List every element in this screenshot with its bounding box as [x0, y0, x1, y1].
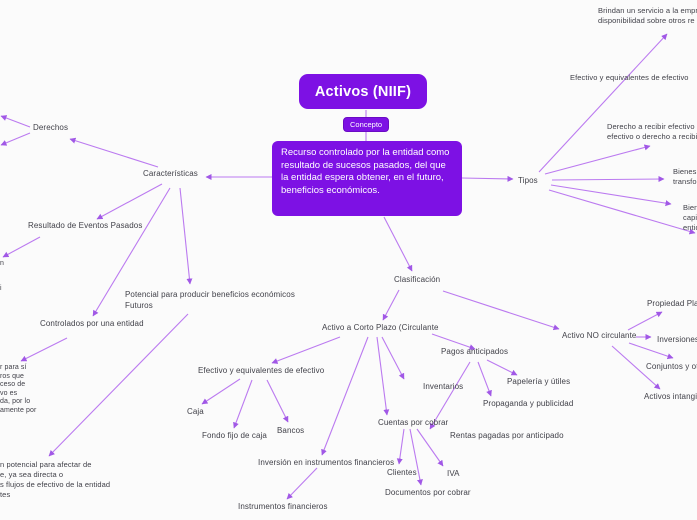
node-label-activo-no-circulante[interactable]: Activo NO circulante: [562, 331, 637, 340]
node-label-derecho-recibir[interactable]: Derecho a recibir efectivo efectivo o de…: [607, 122, 697, 141]
node-label-activo-corto-plazo[interactable]: Activo a Corto Plazo (Circulante: [322, 323, 439, 332]
connector-line[interactable]: [2, 236, 41, 258]
connector-line[interactable]: [381, 336, 405, 380]
connector-line[interactable]: [266, 379, 289, 423]
connector-line[interactable]: [0, 115, 31, 128]
connector-line[interactable]: [376, 336, 390, 416]
connector-line[interactable]: [486, 359, 518, 376]
node-label-derechos[interactable]: Derechos: [33, 123, 69, 132]
node-label-cuentas-por-cobrar[interactable]: Cuentas por cobrar: [378, 418, 449, 427]
node-label-propiedad-plan[interactable]: Propiedad Plan: [647, 299, 697, 308]
node-label-activos-intangib[interactable]: Activos intangib: [644, 392, 697, 401]
node-label-propaganda-publicidad[interactable]: Propaganda y publicidad: [483, 399, 574, 408]
node-label-clientes[interactable]: Clientes: [387, 468, 417, 477]
node-label-inventarios[interactable]: Inventarios: [423, 382, 464, 391]
connector-line[interactable]: [48, 313, 189, 457]
node-label-bienes-transfo[interactable]: Bienes transfo: [673, 167, 697, 186]
node-label-pagos-anticipados[interactable]: Pagos anticipados: [441, 347, 509, 356]
connector-line[interactable]: [409, 428, 423, 486]
connector-line[interactable]: [271, 336, 341, 364]
node-label-bancos[interactable]: Bancos: [277, 426, 305, 435]
node-label-potencial-beneficios[interactable]: Potencial para producir beneficios econó…: [125, 290, 295, 310]
connector-line[interactable]: [69, 137, 159, 168]
node-label-inversiones-right[interactable]: Inversiones: [657, 335, 697, 344]
connector-line[interactable]: [396, 428, 405, 465]
connector-line[interactable]: [416, 428, 444, 467]
connector-line[interactable]: [544, 144, 651, 175]
node-label-efectivo-equivalentes-top[interactable]: Efectivo y equivalentes de efectivo: [570, 73, 689, 82]
connector-line[interactable]: [96, 183, 163, 220]
node-label-instrumentos-financieros[interactable]: Instrumentos financieros: [238, 502, 328, 511]
connector-line[interactable]: [383, 216, 413, 272]
node-label-clasificacion[interactable]: Clasificación: [394, 275, 441, 284]
node-label-left-edge-fragment-1[interactable]: n: [0, 260, 4, 267]
node-label-controlados-entidad[interactable]: Controlados por una entidad: [40, 319, 144, 328]
concept-connector-badge[interactable]: Concepto: [343, 117, 390, 132]
connector-line[interactable]: [286, 467, 318, 500]
node-label-left-cut-text-bottom[interactable]: n potencial para afectar de e, ya sea di…: [0, 460, 111, 499]
connector-line[interactable]: [477, 361, 492, 397]
node-label-conjuntos-y-otr[interactable]: Conjuntos y otr: [646, 362, 697, 371]
definition-node[interactable]: Recurso controlado por la entidad como r…: [272, 141, 462, 216]
node-label-left-cut-text-mid[interactable]: r para sí ros que ceso de vo es da, por …: [0, 364, 37, 414]
connector-line[interactable]: [538, 33, 668, 173]
connector-line[interactable]: [233, 379, 253, 429]
node-label-brindan-servicio[interactable]: Brindan un servicio a la empr disponibil…: [598, 6, 697, 25]
connector-line[interactable]: [20, 337, 68, 362]
connector-line[interactable]: [201, 378, 241, 405]
connector-line[interactable]: [431, 333, 476, 351]
node-label-efectivo-equivalentes-mid[interactable]: Efectivo y equivalentes de efectivo: [198, 366, 325, 375]
node-label-rentas-pagadas[interactable]: Rentas pagadas por anticipado: [450, 431, 564, 440]
connector-line[interactable]: [628, 342, 674, 360]
connector-line[interactable]: [627, 311, 663, 331]
node-label-tipos[interactable]: Tipos: [518, 176, 538, 185]
connector-line[interactable]: [548, 189, 696, 235]
node-label-resultado-eventos-pasados[interactable]: Resultado de Eventos Pasados: [28, 221, 143, 230]
node-label-fondo-fijo-caja[interactable]: Fondo fijo de caja: [202, 431, 267, 440]
node-label-papeleria-utiles[interactable]: Papelería y útiles: [507, 377, 571, 386]
connector-line[interactable]: [550, 184, 672, 207]
node-label-documentos-por-cobrar[interactable]: Documentos por cobrar: [385, 488, 471, 497]
node-label-caracteristicas[interactable]: Características: [143, 169, 198, 178]
node-label-caja[interactable]: Caja: [187, 407, 204, 416]
connector-line[interactable]: [442, 290, 560, 331]
connector-line[interactable]: [611, 345, 661, 390]
connector-line[interactable]: [321, 336, 369, 456]
connector-line[interactable]: [429, 361, 471, 430]
connector-line[interactable]: [551, 176, 665, 183]
central-topic-node[interactable]: Activos (NIIF): [299, 74, 427, 109]
connector-line[interactable]: [179, 187, 193, 285]
node-label-iva[interactable]: IVA: [447, 469, 460, 478]
connector-line[interactable]: [461, 175, 514, 182]
node-label-biene-capit-entid[interactable]: Biene capit entid: [683, 203, 697, 232]
connector-line[interactable]: [92, 187, 171, 317]
connector-line[interactable]: [0, 132, 31, 146]
node-label-left-edge-fragment-2[interactable]: i: [0, 285, 2, 292]
connector-line[interactable]: [382, 289, 400, 321]
node-label-inversion-instrumentos[interactable]: Inversión en instrumentos financieros: [258, 458, 395, 467]
